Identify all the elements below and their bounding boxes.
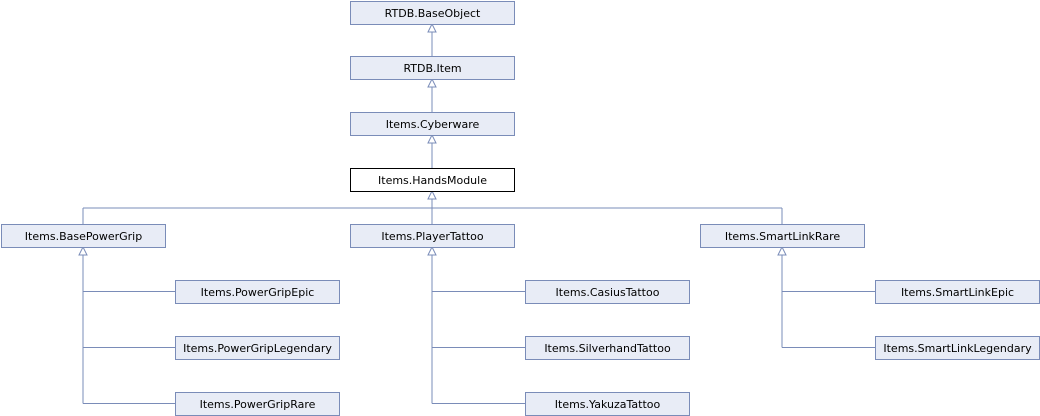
class-label: Items.HandsModule	[378, 174, 487, 187]
arrow-to-item	[427, 77, 437, 88]
class-box	[350, 224, 515, 248]
class-box	[700, 224, 865, 248]
class-label: Items.PlayerTattoo	[381, 230, 483, 243]
class-node-power-grip-rare[interactable]: Items.PowerGripRare	[175, 392, 340, 416]
class-node-yakuza-tattoo[interactable]: Items.YakuzaTattoo	[525, 392, 690, 416]
class-node-smart-link-rare[interactable]: Items.SmartLinkRare	[700, 224, 865, 248]
class-node-casius-tattoo[interactable]: Items.CasiusTattoo	[525, 280, 690, 304]
class-node-power-grip-epic[interactable]: Items.PowerGripEpic	[175, 280, 340, 304]
arrow-to-smart_link_rare	[777, 245, 787, 256]
class-label: Items.SilverhandTattoo	[544, 342, 671, 355]
class-label: Items.YakuzaTattoo	[555, 398, 661, 411]
class-box	[350, 112, 515, 136]
class-box	[350, 1, 515, 25]
class-box	[350, 56, 515, 80]
class-node-smart-link-legendary[interactable]: Items.SmartLinkLegendary	[875, 336, 1040, 360]
class-box	[525, 280, 690, 304]
arrow-to-base_object	[427, 22, 437, 33]
arrow-to-hands_module	[427, 189, 437, 200]
class-label: Items.PowerGripEpic	[201, 286, 315, 299]
class-node-hands-module[interactable]: Items.HandsModule	[350, 168, 515, 192]
class-label: Items.CasiusTattoo	[556, 286, 660, 299]
class-label: RTDB.BaseObject	[385, 7, 481, 20]
class-box	[350, 168, 515, 192]
class-node-power-grip-legendary[interactable]: Items.PowerGripLegendary	[175, 336, 340, 360]
class-label: Items.PowerGripLegendary	[183, 342, 332, 355]
class-box	[1, 224, 166, 248]
class-node-smart-link-epic[interactable]: Items.SmartLinkEpic	[875, 280, 1040, 304]
class-box	[525, 336, 690, 360]
class-box	[175, 336, 340, 360]
class-node-base-power-grip[interactable]: Items.BasePowerGrip	[1, 224, 166, 248]
class-label: Items.BasePowerGrip	[25, 230, 142, 243]
class-label: Items.Cyberware	[386, 118, 480, 131]
class-label: Items.PowerGripRare	[200, 398, 316, 411]
arrow-to-base_power_grip	[78, 245, 88, 256]
class-node-cyberware[interactable]: Items.Cyberware	[350, 112, 515, 136]
class-label: Items.SmartLinkEpic	[901, 286, 1014, 299]
class-node-base-object[interactable]: RTDB.BaseObject	[350, 1, 515, 25]
class-node-player-tattoo[interactable]: Items.PlayerTattoo	[350, 224, 515, 248]
class-node-item[interactable]: RTDB.Item	[350, 56, 515, 80]
edges-layer	[78, 22, 875, 404]
class-label: Items.SmartLinkLegendary	[883, 342, 1032, 355]
class-label: Items.SmartLinkRare	[725, 230, 840, 243]
class-node-silverhand-tattoo[interactable]: Items.SilverhandTattoo	[525, 336, 690, 360]
class-label: RTDB.Item	[403, 62, 461, 75]
class-box	[175, 280, 340, 304]
arrow-to-cyberware	[427, 133, 437, 144]
arrow-to-player_tattoo	[427, 245, 437, 256]
